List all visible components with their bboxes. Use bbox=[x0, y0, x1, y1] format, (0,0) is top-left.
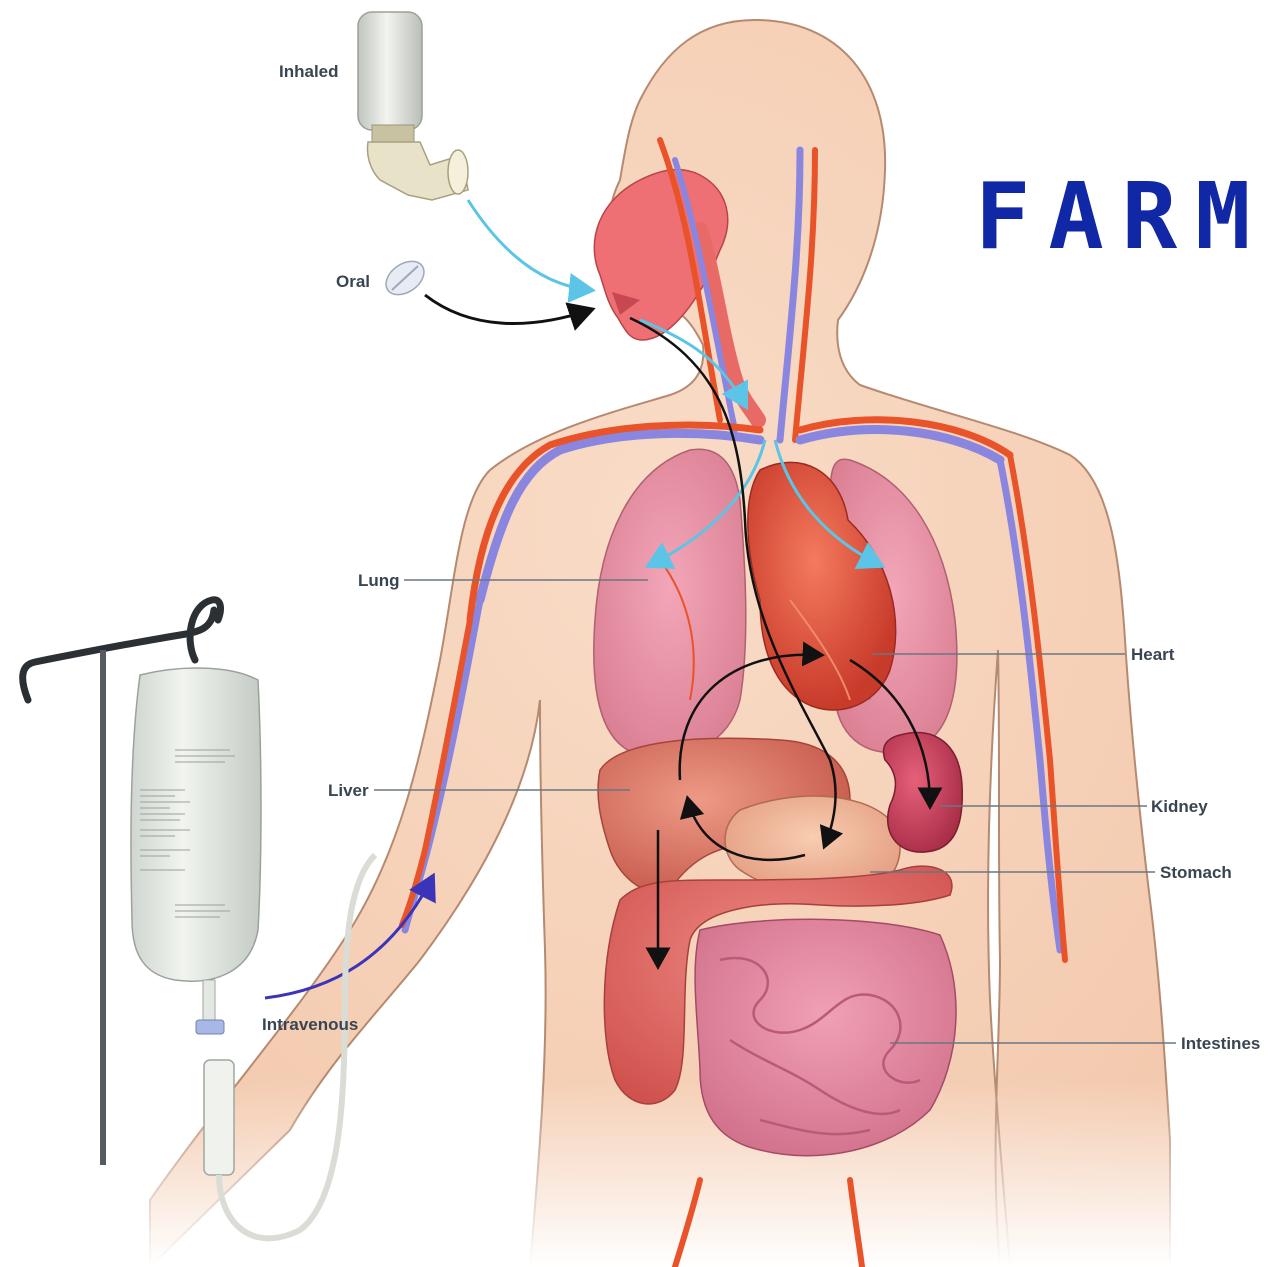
intestines bbox=[695, 919, 956, 1155]
inhaled-arrow bbox=[468, 200, 590, 290]
page-title: FARM bbox=[975, 163, 1269, 270]
inhaler-icon bbox=[358, 12, 468, 200]
liver-label: Liver bbox=[328, 781, 369, 800]
oral-arrow bbox=[425, 295, 590, 324]
intestines-label: Intestines bbox=[1181, 1034, 1260, 1053]
oral-label: Oral bbox=[336, 272, 370, 291]
pill-icon bbox=[380, 254, 430, 301]
kidney-label: Kidney bbox=[1151, 797, 1208, 816]
inhaled-label: Inhaled bbox=[279, 62, 339, 81]
lung-label: Lung bbox=[358, 571, 400, 590]
stomach-label: Stomach bbox=[1160, 863, 1232, 882]
intravenous-label: Intravenous bbox=[262, 1015, 358, 1034]
heart-label: Heart bbox=[1131, 645, 1175, 664]
